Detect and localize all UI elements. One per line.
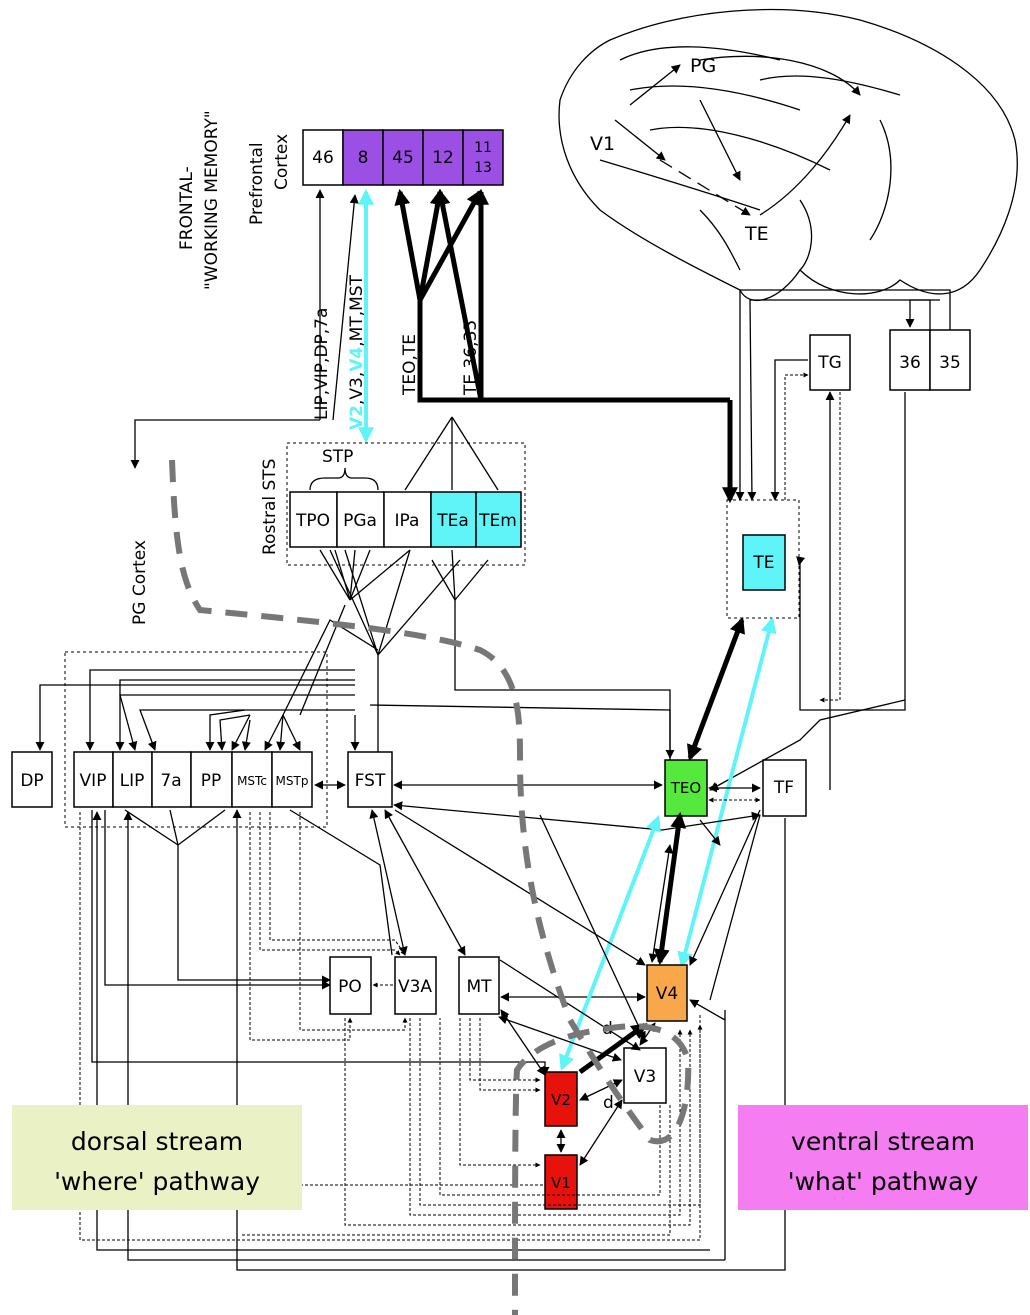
- prefrontal-title-line2: Cortex: [272, 134, 292, 190]
- po-label: PO: [338, 977, 362, 997]
- v4-label: V4: [656, 984, 678, 1004]
- v1-label: V1: [551, 1174, 571, 1192]
- dorsal-stream-line1: dorsal stream: [71, 1127, 243, 1156]
- dorsal-stream-box: [12, 1105, 302, 1210]
- te-region: [726, 499, 800, 619]
- area-45-label: 45: [392, 148, 414, 168]
- d-label-lower: d: [603, 1093, 614, 1113]
- area-36-box: [889, 329, 931, 391]
- stp-label: STP: [322, 447, 353, 467]
- mt-label: MT: [466, 977, 492, 997]
- tpo-box: [289, 491, 338, 548]
- ventral-stream-line1: ventral stream: [791, 1127, 975, 1156]
- mstp-box: [271, 751, 313, 808]
- frontal-title-line2: "WORKING MEMORY": [202, 110, 222, 290]
- brain-v1-label: V1: [590, 133, 615, 155]
- vip-label: VIP: [80, 771, 107, 791]
- brain-illustration: PG V1 TE: [558, 8, 1018, 301]
- mstp-label: MSTp: [276, 774, 309, 788]
- 7a-label: 7a: [160, 771, 181, 791]
- area-12-label: 12: [432, 148, 454, 168]
- 7a-box: [151, 751, 192, 808]
- dorsal-region: [64, 651, 328, 828]
- tem-label: TEm: [478, 511, 517, 531]
- fst-label: FST: [355, 771, 386, 791]
- lip-label: LIP: [120, 771, 145, 791]
- area-35-label: 35: [939, 353, 961, 373]
- pga-label: PGa: [343, 511, 377, 531]
- tg-box: [809, 334, 851, 391]
- rostral-sts-title: Rostral STS: [260, 459, 280, 555]
- tg-label: TG: [817, 353, 842, 373]
- v3a-label: V3A: [398, 977, 432, 997]
- pp-box: [190, 751, 233, 808]
- dorsal-stream-line2: 'where' pathway: [54, 1167, 260, 1196]
- frontal-title-line1: FRONTAL-: [177, 166, 197, 250]
- vip-box: [73, 751, 114, 808]
- v1-box: [544, 1154, 578, 1210]
- fst-box: [347, 751, 393, 808]
- area-11-label: 11: [474, 140, 492, 156]
- prefrontal-cortex: 46 8 45 12 11 13: [302, 129, 504, 186]
- stp-brace: [309, 467, 379, 491]
- te-box: [742, 534, 786, 591]
- tea-label: TEa: [436, 511, 469, 531]
- mt-box: [458, 956, 500, 1015]
- v3a-box: [394, 956, 437, 1015]
- brain-te-label: TE: [744, 223, 769, 245]
- tem-box: [475, 491, 522, 548]
- v2-box: [544, 1071, 578, 1127]
- dp-label: DP: [20, 771, 43, 791]
- area-36-label: 36: [899, 353, 921, 373]
- ventral-stream-box: [738, 1105, 1028, 1210]
- te-label: TE: [752, 553, 774, 573]
- ventral-stream-line2: 'what' pathway: [788, 1167, 979, 1196]
- dp-box: [11, 751, 53, 808]
- teo-label: TEO: [670, 779, 701, 797]
- area-13-label: 13: [474, 160, 492, 176]
- v3-label: V3: [634, 1067, 656, 1087]
- mstc-label: MSTc: [237, 774, 267, 788]
- tf-label: TF: [773, 778, 794, 798]
- area-8-label: 8: [358, 148, 369, 168]
- brain-pg-label: PG: [690, 55, 716, 77]
- lip-box: [112, 751, 153, 808]
- pg-cortex-label: PG Cortex: [130, 540, 150, 625]
- area-45-box: [382, 129, 424, 186]
- area-11-13-box: [462, 129, 504, 186]
- area-46-box: [302, 129, 344, 186]
- dorsal-projection-label: LIP,VIP,DP,7a: [312, 308, 332, 420]
- prefrontal-title-line1: Prefrontal: [247, 142, 267, 225]
- area-8-box: [342, 129, 384, 186]
- tpo-label: TPO: [295, 511, 330, 531]
- ipa-label: IPa: [395, 511, 420, 531]
- area-35-box: [929, 329, 971, 391]
- pp-label: PP: [201, 771, 222, 791]
- sts-areas: TPO PGa IPa TEa TEm: [289, 491, 522, 548]
- teo-te-projection-label: TEO,TE: [400, 334, 420, 396]
- area-46-label: 46: [312, 148, 334, 168]
- dorsal-areas: VIP LIP 7a PP MSTc MSTp: [73, 751, 313, 808]
- v2-label: V2: [551, 1091, 571, 1109]
